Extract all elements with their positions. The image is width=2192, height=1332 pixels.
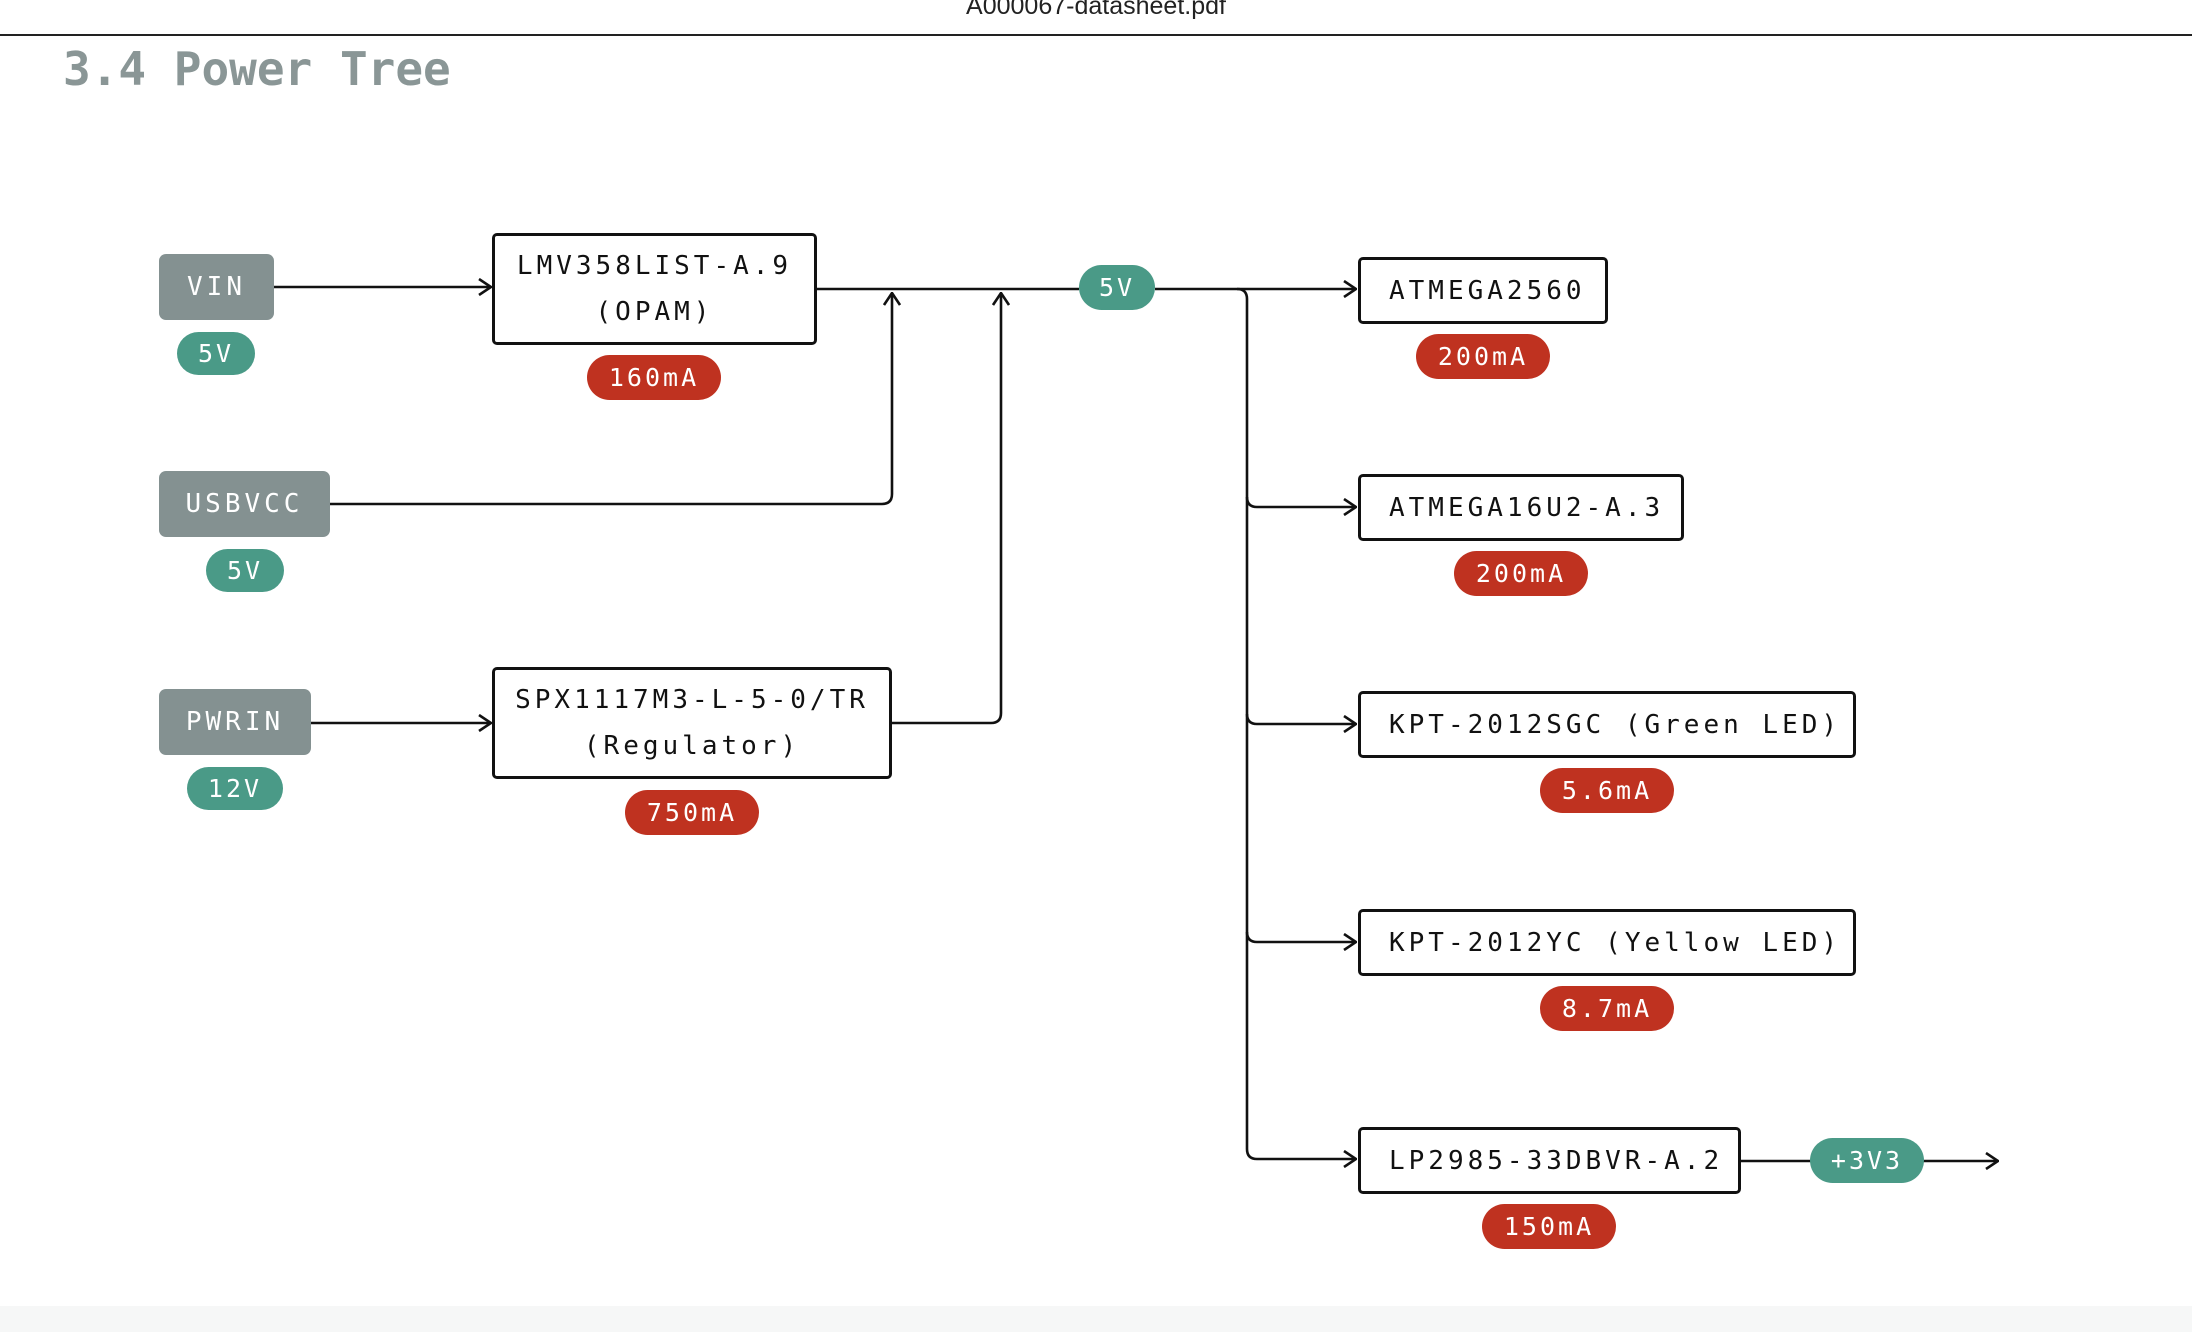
bus-trunk-line bbox=[1236, 287, 1356, 1159]
bus-to-green-led-line bbox=[1245, 713, 1356, 724]
source-vin: VIN bbox=[159, 254, 274, 320]
output-3v3-badge: +3V3 bbox=[1810, 1138, 1924, 1183]
opamp-current-badge: 160mA bbox=[587, 355, 721, 400]
regulator-current-badge: 750mA bbox=[625, 790, 759, 835]
document-title: A000067-datasheet.pdf bbox=[966, 0, 1226, 20]
usbvcc-voltage-badge: 5V bbox=[206, 549, 284, 592]
opamp-part-number: LMV358LIST-A.9 bbox=[516, 251, 793, 281]
green-led-current-badge: 5.6mA bbox=[1540, 768, 1674, 813]
window-titlebar: A000067-datasheet.pdf bbox=[0, 0, 2192, 36]
bus-to-atmega16u2-line bbox=[1245, 496, 1356, 507]
load-ldo: LP2985-33DBVR-A.2 bbox=[1358, 1127, 1741, 1194]
load-green-led: KPT-2012SGC (Green LED) bbox=[1358, 691, 1856, 758]
load-atmega2560: ATMEGA2560 bbox=[1358, 257, 1608, 324]
section-title: 3.4 Power Tree bbox=[63, 42, 451, 96]
load-yellow-led: KPT-2012YC (Yellow LED) bbox=[1358, 909, 1856, 976]
yellow-led-current-badge: 8.7mA bbox=[1540, 986, 1674, 1031]
usbvcc-to-bus-line bbox=[330, 293, 892, 506]
regulator-description: (Regulator) bbox=[583, 731, 801, 761]
source-pwrin: PWRIN bbox=[159, 689, 311, 755]
source-usbvcc: USBVCC bbox=[159, 471, 330, 537]
vin-voltage-badge: 5V bbox=[177, 332, 255, 375]
opamp-block: LMV358LIST-A.9 (OPAM) bbox=[492, 233, 817, 345]
opamp-description: (OPAM) bbox=[595, 297, 714, 327]
atmega2560-current-badge: 200mA bbox=[1416, 334, 1550, 379]
pwrin-voltage-badge: 12V bbox=[187, 767, 283, 810]
regulator-block: SPX1117M3-L-5-0/TR (Regulator) bbox=[492, 667, 892, 779]
regulator-to-bus-line bbox=[891, 293, 1001, 725]
load-atmega16u2: ATMEGA16U2-A.3 bbox=[1358, 474, 1684, 541]
ldo-current-badge: 150mA bbox=[1482, 1204, 1616, 1249]
atmega16u2-current-badge: 200mA bbox=[1454, 551, 1588, 596]
page-bottom-edge bbox=[0, 1306, 2192, 1332]
bus-to-yellow-led-line bbox=[1245, 931, 1356, 942]
regulator-part-number: SPX1117M3-L-5-0/TR bbox=[515, 685, 869, 715]
bus-5v-badge: 5V bbox=[1079, 265, 1155, 310]
